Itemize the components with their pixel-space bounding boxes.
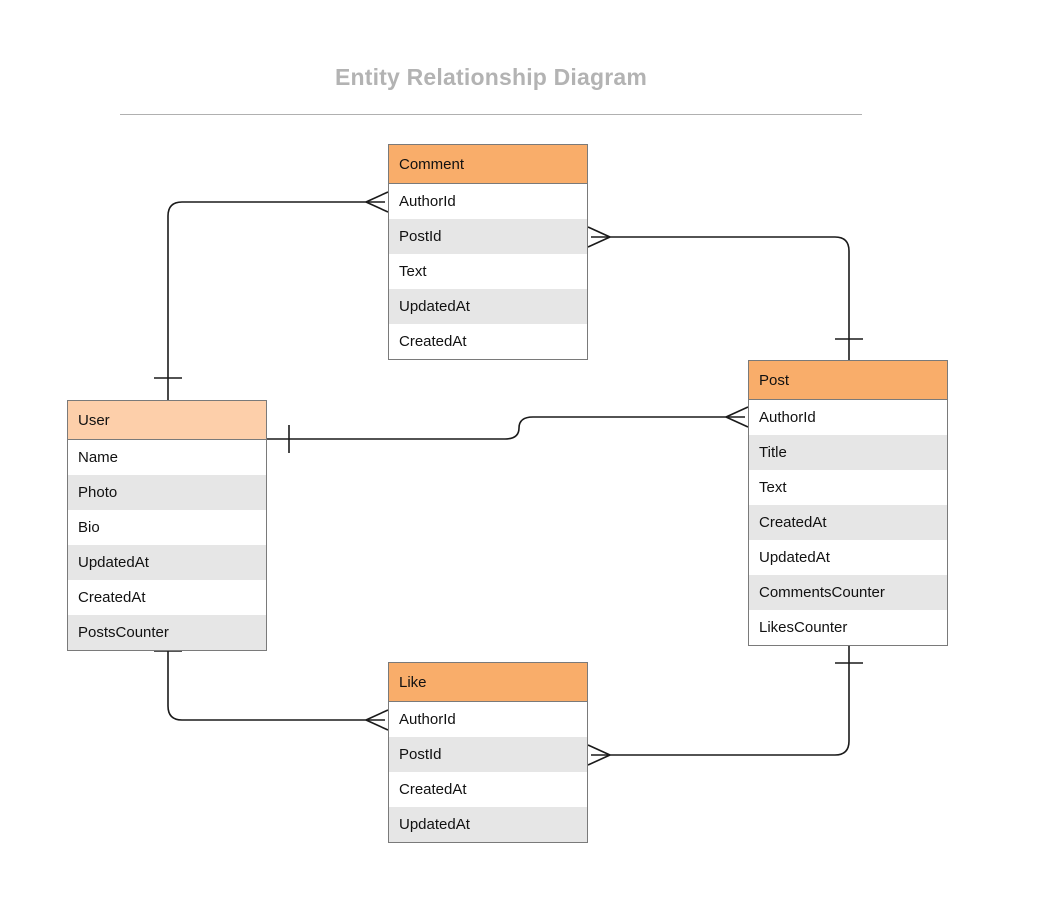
entity-post-header: Post xyxy=(749,361,947,400)
field-row[interactable]: Photo xyxy=(68,475,266,510)
field-row[interactable]: UpdatedAt xyxy=(68,545,266,580)
field-row[interactable]: PostsCounter xyxy=(68,615,266,650)
field-row[interactable]: UpdatedAt xyxy=(749,540,947,575)
connector-user-post xyxy=(267,406,749,453)
field-row[interactable]: UpdatedAt xyxy=(389,289,587,324)
crowsfoot-comment-authorid xyxy=(365,191,389,213)
connector-comment-post xyxy=(587,226,863,360)
field-row[interactable]: LikesCounter xyxy=(749,610,947,645)
field-row[interactable]: AuthorId xyxy=(389,702,587,737)
entity-user[interactable]: User Name Photo Bio UpdatedAt CreatedAt … xyxy=(67,400,267,651)
entity-like-fields: AuthorId PostId CreatedAt UpdatedAt xyxy=(389,702,587,842)
entity-comment-header: Comment xyxy=(389,145,587,184)
field-row[interactable]: Title xyxy=(749,435,947,470)
field-row[interactable]: PostId xyxy=(389,219,587,254)
entity-like[interactable]: Like AuthorId PostId CreatedAt UpdatedAt xyxy=(388,662,588,843)
entity-post[interactable]: Post AuthorId Title Text CreatedAt Updat… xyxy=(748,360,948,646)
crowsfoot-like-postid xyxy=(587,744,611,766)
field-row[interactable]: UpdatedAt xyxy=(389,807,587,842)
field-row[interactable]: PostId xyxy=(389,737,587,772)
entity-comment-fields: AuthorId PostId Text UpdatedAt CreatedAt xyxy=(389,184,587,359)
field-row[interactable]: AuthorId xyxy=(389,184,587,219)
field-row[interactable]: CreatedAt xyxy=(389,324,587,359)
field-row[interactable]: Text xyxy=(749,470,947,505)
entity-like-header: Like xyxy=(389,663,587,702)
connector-like-post xyxy=(587,644,863,766)
field-row[interactable]: Text xyxy=(389,254,587,289)
field-row[interactable]: CommentsCounter xyxy=(749,575,947,610)
field-row[interactable]: CreatedAt xyxy=(389,772,587,807)
entity-comment[interactable]: Comment AuthorId PostId Text UpdatedAt C… xyxy=(388,144,588,360)
field-row[interactable]: Name xyxy=(68,440,266,475)
diagram-title: Entity Relationship Diagram xyxy=(120,62,862,92)
field-row[interactable]: AuthorId xyxy=(749,400,947,435)
entity-user-fields: Name Photo Bio UpdatedAt CreatedAt Posts… xyxy=(68,440,266,650)
entity-user-header: User xyxy=(68,401,266,440)
field-row[interactable]: CreatedAt xyxy=(749,505,947,540)
field-row[interactable]: CreatedAt xyxy=(68,580,266,615)
crowsfoot-post-authorid xyxy=(725,406,749,428)
crowsfoot-comment-postid xyxy=(587,226,611,248)
field-row[interactable]: Bio xyxy=(68,510,266,545)
title-divider xyxy=(120,114,862,115)
crowsfoot-like-authorid xyxy=(365,709,389,731)
connector-user-comment xyxy=(154,191,389,400)
entity-post-fields: AuthorId Title Text CreatedAt UpdatedAt … xyxy=(749,400,947,645)
diagram-title-text: Entity Relationship Diagram xyxy=(334,64,648,90)
